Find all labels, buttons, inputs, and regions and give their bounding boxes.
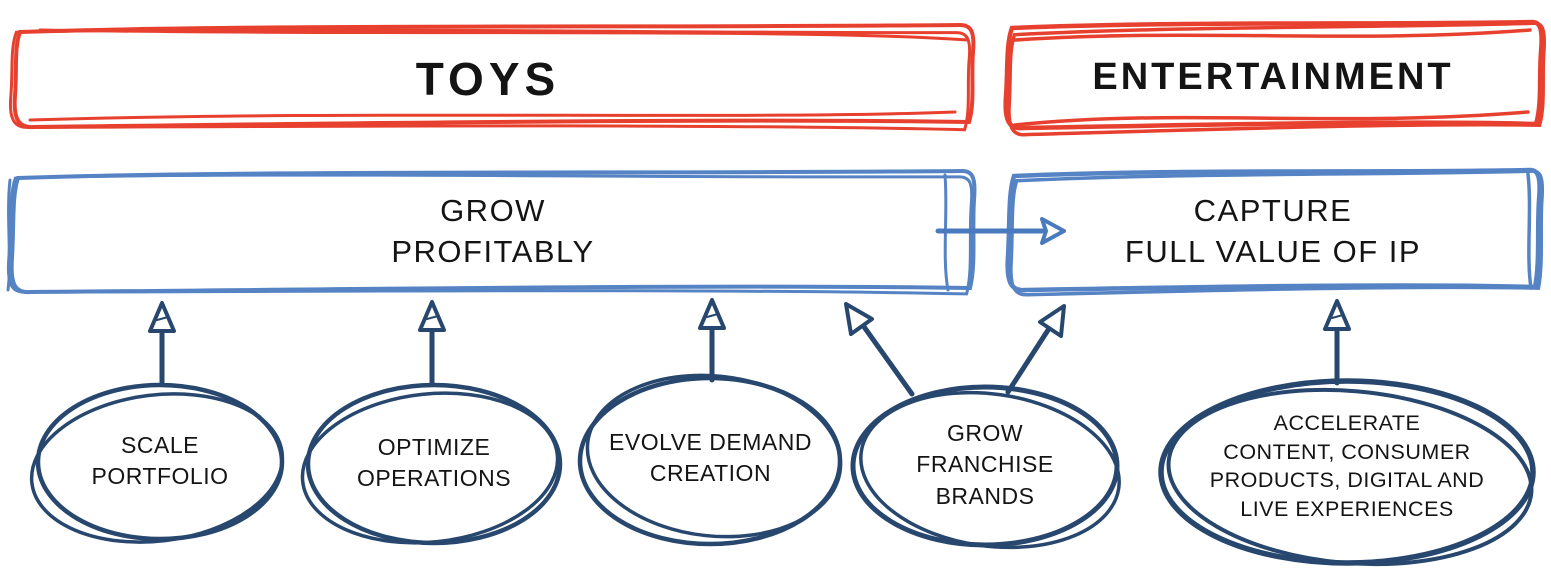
initiative-arrows xyxy=(148,298,1351,397)
bubble-scale-portfolio xyxy=(29,382,285,544)
grow-profitably-label: GROW PROFITABLY xyxy=(391,193,595,270)
accelerate-content-label: ACCELERATE CONTENT, CONSUMER PRODUCTS, D… xyxy=(1209,411,1485,521)
toys-box-outline xyxy=(8,22,976,137)
entertainment-label: ENTERTAINMENT xyxy=(1092,56,1454,98)
arrow-grow-to-capture xyxy=(935,217,1066,245)
grow-profitably-box-outline xyxy=(6,168,977,301)
arrow-franchise-to-grow xyxy=(844,302,915,397)
capture-box-outline xyxy=(1005,167,1543,295)
arrow-optimize-operations-to-grow xyxy=(418,300,446,387)
entertainment-box-outline xyxy=(1003,19,1546,135)
evolve-demand-creation-label: EVOLVE DEMAND CREATION xyxy=(609,429,812,487)
arrow-franchise-to-capture xyxy=(1005,304,1066,395)
arrow-scale-portfolio-to-grow xyxy=(148,301,176,385)
optimize-operations-label: OPTIMIZE OPERATIONS xyxy=(356,434,512,492)
arrow-accelerate-to-capture xyxy=(1323,299,1351,386)
arrow-evolve-demand-to-grow xyxy=(698,298,726,383)
bubble-accelerate-content xyxy=(1158,378,1536,567)
toys-label: TOYS xyxy=(415,53,561,105)
scale-portfolio-label: SCALE PORTFOLIO xyxy=(91,432,229,490)
capture-full-value-label: CAPTURE FULL VALUE OF IP xyxy=(1124,193,1422,270)
bubble-grow-franchise-brands xyxy=(850,384,1121,550)
grow-franchise-brands-label: GROW FRANCHISE BRANDS xyxy=(916,420,1054,509)
